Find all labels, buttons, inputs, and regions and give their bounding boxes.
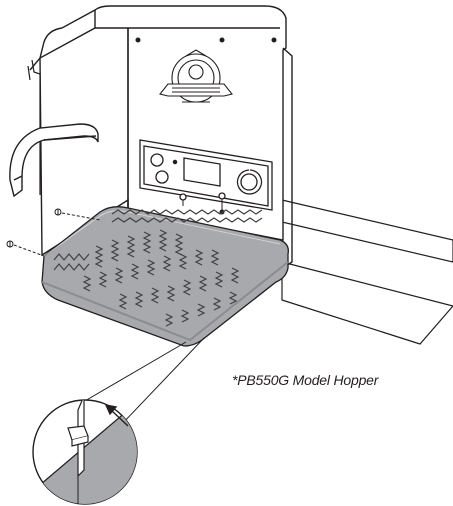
mounting-screws <box>6 208 101 257</box>
arrow-icon <box>104 404 129 427</box>
grill-side-rail <box>281 199 453 345</box>
side-handle <box>9 123 99 198</box>
clip-detail-callout <box>32 399 138 505</box>
tray-vent-pattern <box>53 209 263 327</box>
badge-logo <box>159 49 233 103</box>
lid-flange <box>27 59 41 195</box>
bottom-tray <box>41 206 289 347</box>
control-panel <box>139 139 273 211</box>
model-caption: *PB550G Model Hopper <box>232 372 379 388</box>
